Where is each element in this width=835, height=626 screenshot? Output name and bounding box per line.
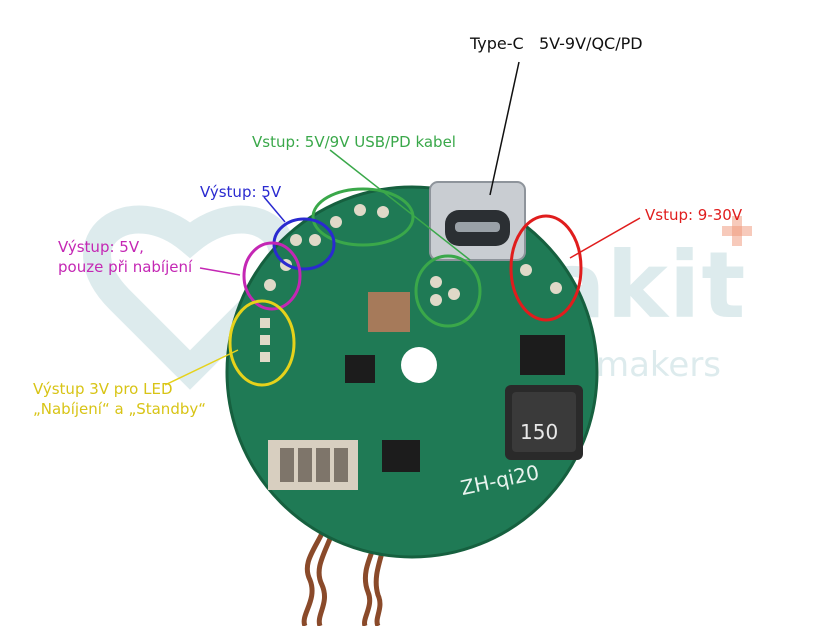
label-output-led-line2: „Nabíjení“ a „Standby“ [33, 400, 207, 418]
label-output-5v: Výstup: 5V [200, 183, 282, 201]
label-type-c-spec: 5V-9V/QC/PD [538, 34, 643, 53]
label-output-charge-line1: Výstup: 5V, [58, 238, 144, 256]
callout-line-type-c [489, 61, 520, 196]
label-input-usb: Vstup: 5V/9V USB/PD kabel [252, 133, 456, 151]
label-type-c-name: Type-C [470, 34, 524, 53]
mounting-hole [401, 347, 437, 383]
highlight-output-led [228, 299, 296, 387]
callout-line-input-dc [569, 217, 641, 259]
label-input-dc: Vstup: 9-30V [645, 206, 743, 224]
highlight-input-dc [509, 214, 583, 322]
highlight-input-usb [311, 187, 415, 247]
callout-line-output-charge [199, 267, 241, 276]
label-type-c: Type-C 5V-9V/QC/PD [470, 34, 643, 53]
callout-line-output-5v [263, 196, 286, 223]
ic-chip [368, 292, 410, 332]
inductor-marking: 150 [520, 420, 559, 444]
label-output-led-line1: Výstup 3V pro LED [33, 380, 173, 398]
highlight-output-charge [242, 241, 302, 311]
callout-line-output-led [164, 349, 239, 386]
callout-line-input-usb [329, 149, 471, 261]
label-output-charge-line2: pouze při nabíjení [58, 258, 193, 276]
solder-pads [260, 204, 562, 362]
highlight-input-usb-2 [414, 254, 482, 328]
